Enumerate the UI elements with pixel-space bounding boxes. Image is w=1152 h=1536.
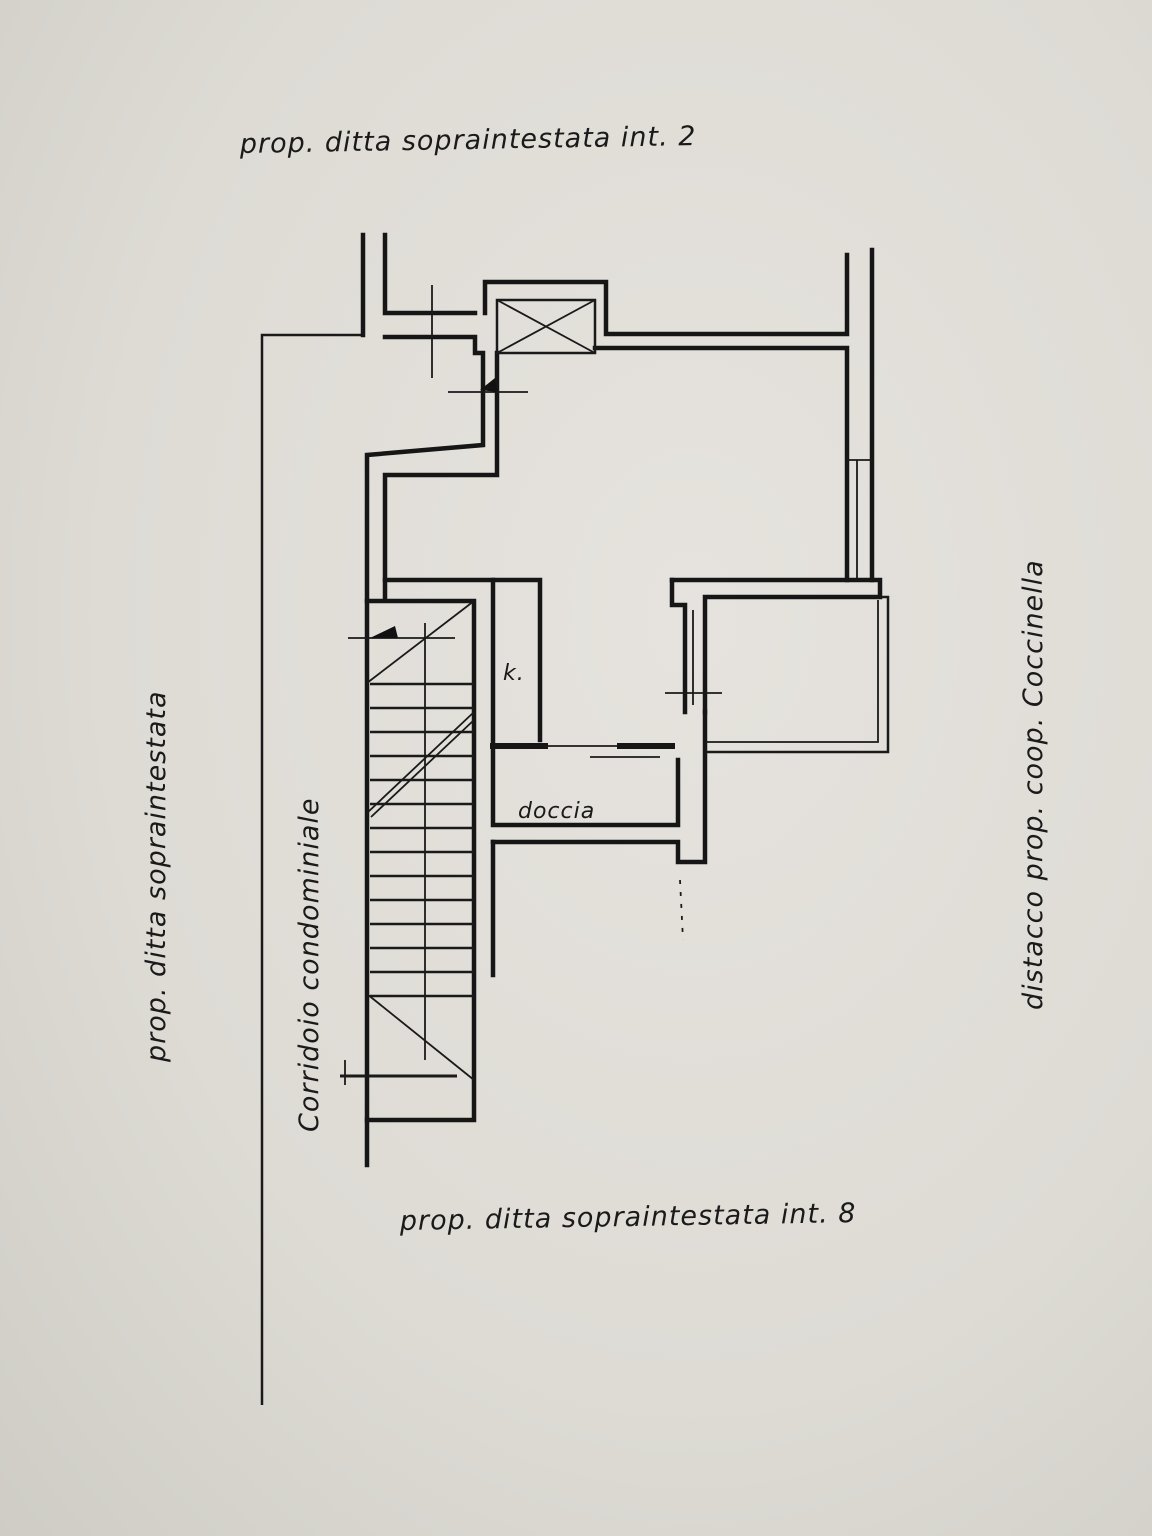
label-top: prop. ditta sopraintestata int. 2 xyxy=(239,121,697,160)
label-bottom: prop. ditta sopraintestata int. 8 xyxy=(399,1198,857,1237)
section-markers xyxy=(340,285,722,1085)
label-right: distacco prop. coop. Coccinella xyxy=(1018,559,1049,1010)
vent-shaft-icon xyxy=(495,298,597,355)
label-corridor: Corridoio condominiale xyxy=(294,797,325,1132)
staircase xyxy=(366,600,475,1081)
walls xyxy=(360,232,890,1168)
label-kitchen: k. xyxy=(503,661,525,686)
label-shower: doccia xyxy=(518,799,595,824)
label-left: prop. ditta sopraintestata xyxy=(141,690,172,1063)
boundary-line xyxy=(260,333,363,1405)
